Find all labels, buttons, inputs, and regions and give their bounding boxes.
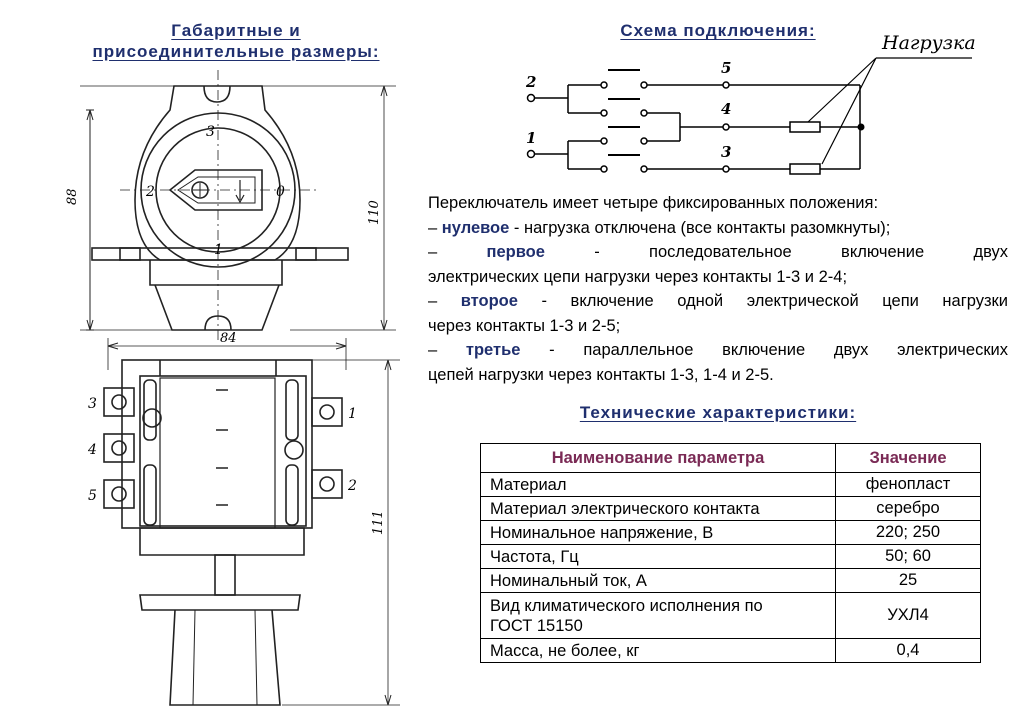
cell-value: фенопласт [835,472,981,497]
terminal-label-4: 4 [87,442,97,458]
cell-value: серебро [835,496,981,521]
dial-position-1: 1 [214,242,223,258]
dimensions-title: Габаритные и присоединительные размеры: [92,21,380,61]
dial-position-0: 0 [276,184,285,200]
scheme-title: Схема подключения: [620,21,816,40]
description: Переключатель имеет четыре фиксированных… [428,191,1008,387]
terminal-label-5: 5 [88,488,97,504]
description-item-second: – второе - включение одной электрической… [428,292,1008,310]
cell-param: Материал электрического контакта [480,496,836,521]
description-item-third: – третье - параллельное включение двух э… [428,341,1009,359]
dim-110-label: 110 [367,200,382,225]
description-item-zero: – нулевое - нагрузка отключена (все конт… [428,218,891,237]
cell-value: УХЛ4 [835,592,981,639]
table-header-row: Наименование параметра Значение [480,443,981,473]
load-label: Нагрузка [881,32,976,54]
terminal-4-label: 4 [721,100,731,118]
cell-value: 50; 60 [835,544,981,569]
cell-param: Номинальный ток, А [480,568,836,593]
terminal-1-label: 1 [526,129,536,147]
description-item-first-cont: электрических цепи нагрузки через контак… [428,267,848,286]
terminal-label-3: 3 [88,396,97,412]
cell-param: Материал [480,472,836,497]
terminal-2-label: 2 [525,73,536,91]
terminal-3-label: 3 [721,143,731,161]
description-item-third-cont: цепей нагрузки через контакты 1-3, 1-4 и… [428,365,774,384]
dimensions-drawing: 88 110 84 111 3 2 0 1 3 4 5 1 2 [65,70,400,706]
cell-value: 0,4 [835,638,981,663]
header-parameter: Наименование параметра [480,443,836,473]
dial-position-2: 2 [145,184,155,200]
spec-table: Наименование параметра Значение Материал… [480,443,981,663]
tech-title: Технические характеристики: [579,403,857,422]
header-value: Значение [835,443,981,473]
terminal-label-1: 1 [348,406,357,422]
dim-88-label: 88 [65,188,80,205]
cell-value: 25 [835,568,981,593]
description-intro: Переключатель имеет четыре фиксированных… [428,194,879,212]
description-item-first: – первое - последовательное включение дв… [428,243,1008,261]
description-item-second-cont: через контакты 1-3 и 2-5; [428,316,621,335]
dim-84-label: 84 [220,331,237,346]
terminal-label-2: 2 [347,478,357,494]
dim-111-label: 111 [371,510,386,535]
cell-value: 220; 250 [835,520,981,545]
cell-param: Масса, не более, кг [480,638,836,663]
wiring-scheme: Нагрузка 2 1 5 4 3 [525,32,976,175]
cell-param: Частота, Гц [480,544,836,569]
cell-param: Номинальное напряжение, В [480,520,836,545]
terminal-5-label: 5 [721,59,731,77]
dial-position-3: 3 [206,124,215,140]
